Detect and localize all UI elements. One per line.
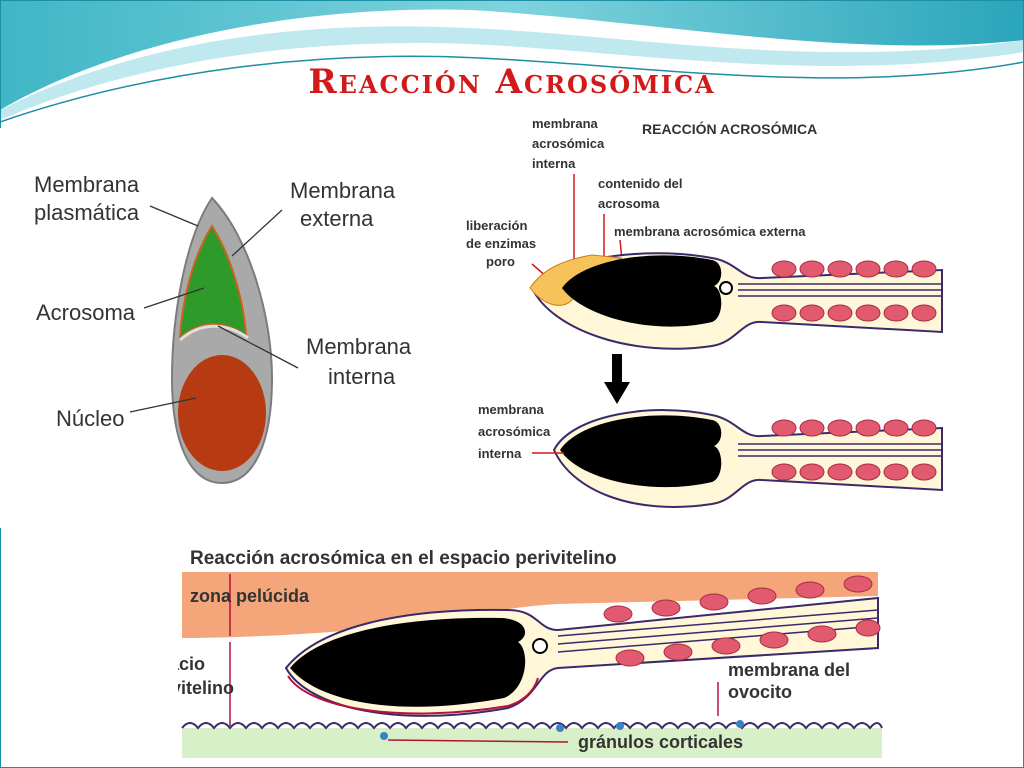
header-wave-light	[0, 26, 1024, 120]
pointer-inner	[217, 325, 299, 369]
label-zona: zona pelúcida	[190, 586, 310, 606]
label-enzyme-release: liberación de enzimas poro	[466, 218, 540, 269]
label-outer-membrane-right: membrana acrosómica externa	[614, 224, 806, 239]
oocyte-membrane	[181, 722, 883, 730]
acrosome-reaction-sequence: REACCIÓN ACROSÓMICA membrana acrosómica …	[462, 110, 962, 522]
oocyte-region	[182, 728, 882, 758]
pointer-plasma	[149, 205, 199, 227]
mitochondria-perivitelline	[603, 575, 881, 667]
down-arrow	[604, 354, 630, 404]
label-oocyte-membrane: membrana del ovocito	[728, 660, 855, 702]
pointer-acrosome	[143, 287, 205, 309]
header-wave	[0, 0, 1024, 110]
inner-membrane-line	[178, 324, 249, 342]
label-plasma-membrane: Membrana plasmática	[34, 172, 145, 225]
acrosome-shape	[178, 224, 248, 341]
label-perivitelline: espacio perivitelino	[178, 654, 234, 698]
sperm-head-diagram: Membrana plasmática Membrana externa Acr…	[0, 128, 446, 528]
label-cortical-granules: gránulos corticales	[578, 732, 743, 752]
perivitelline-diagram: Reacción acrosómica en el espacio perivi…	[138, 538, 888, 760]
slide-title: Reacción Acrosómica	[308, 62, 716, 102]
nucleus-shape	[178, 355, 266, 471]
right-title: REACCIÓN ACROSÓMICA	[642, 120, 817, 137]
pointer-granules	[387, 739, 569, 743]
header-wave-line	[0, 55, 1024, 123]
mitochondria-top	[771, 260, 937, 322]
bottom-title: Reacción acrosómica en el espacio perivi…	[190, 548, 617, 569]
zona-pellucida-region	[182, 572, 878, 638]
label-outer-membrane: Membrana externa	[290, 178, 401, 231]
cortical-granules	[380, 720, 744, 740]
sperm-after-reaction	[552, 409, 943, 508]
pointer-nucleus	[129, 397, 197, 413]
label-acrosome-content: contenido del acrosoma	[598, 176, 686, 211]
label-acrosome: Acrosoma	[36, 300, 136, 325]
pointer-outer	[231, 209, 283, 257]
label-inner-membrane: Membrana interna	[306, 334, 417, 389]
sperm-in-perivitelline	[284, 596, 879, 717]
label-inner-membrane-bottom: membrana acrosómica interna	[478, 402, 554, 461]
mitochondria-bottom	[771, 419, 937, 481]
label-nucleus: Núcleo	[56, 406, 124, 431]
label-inner-membrane-top: membrana acrosómica interna	[532, 116, 608, 171]
